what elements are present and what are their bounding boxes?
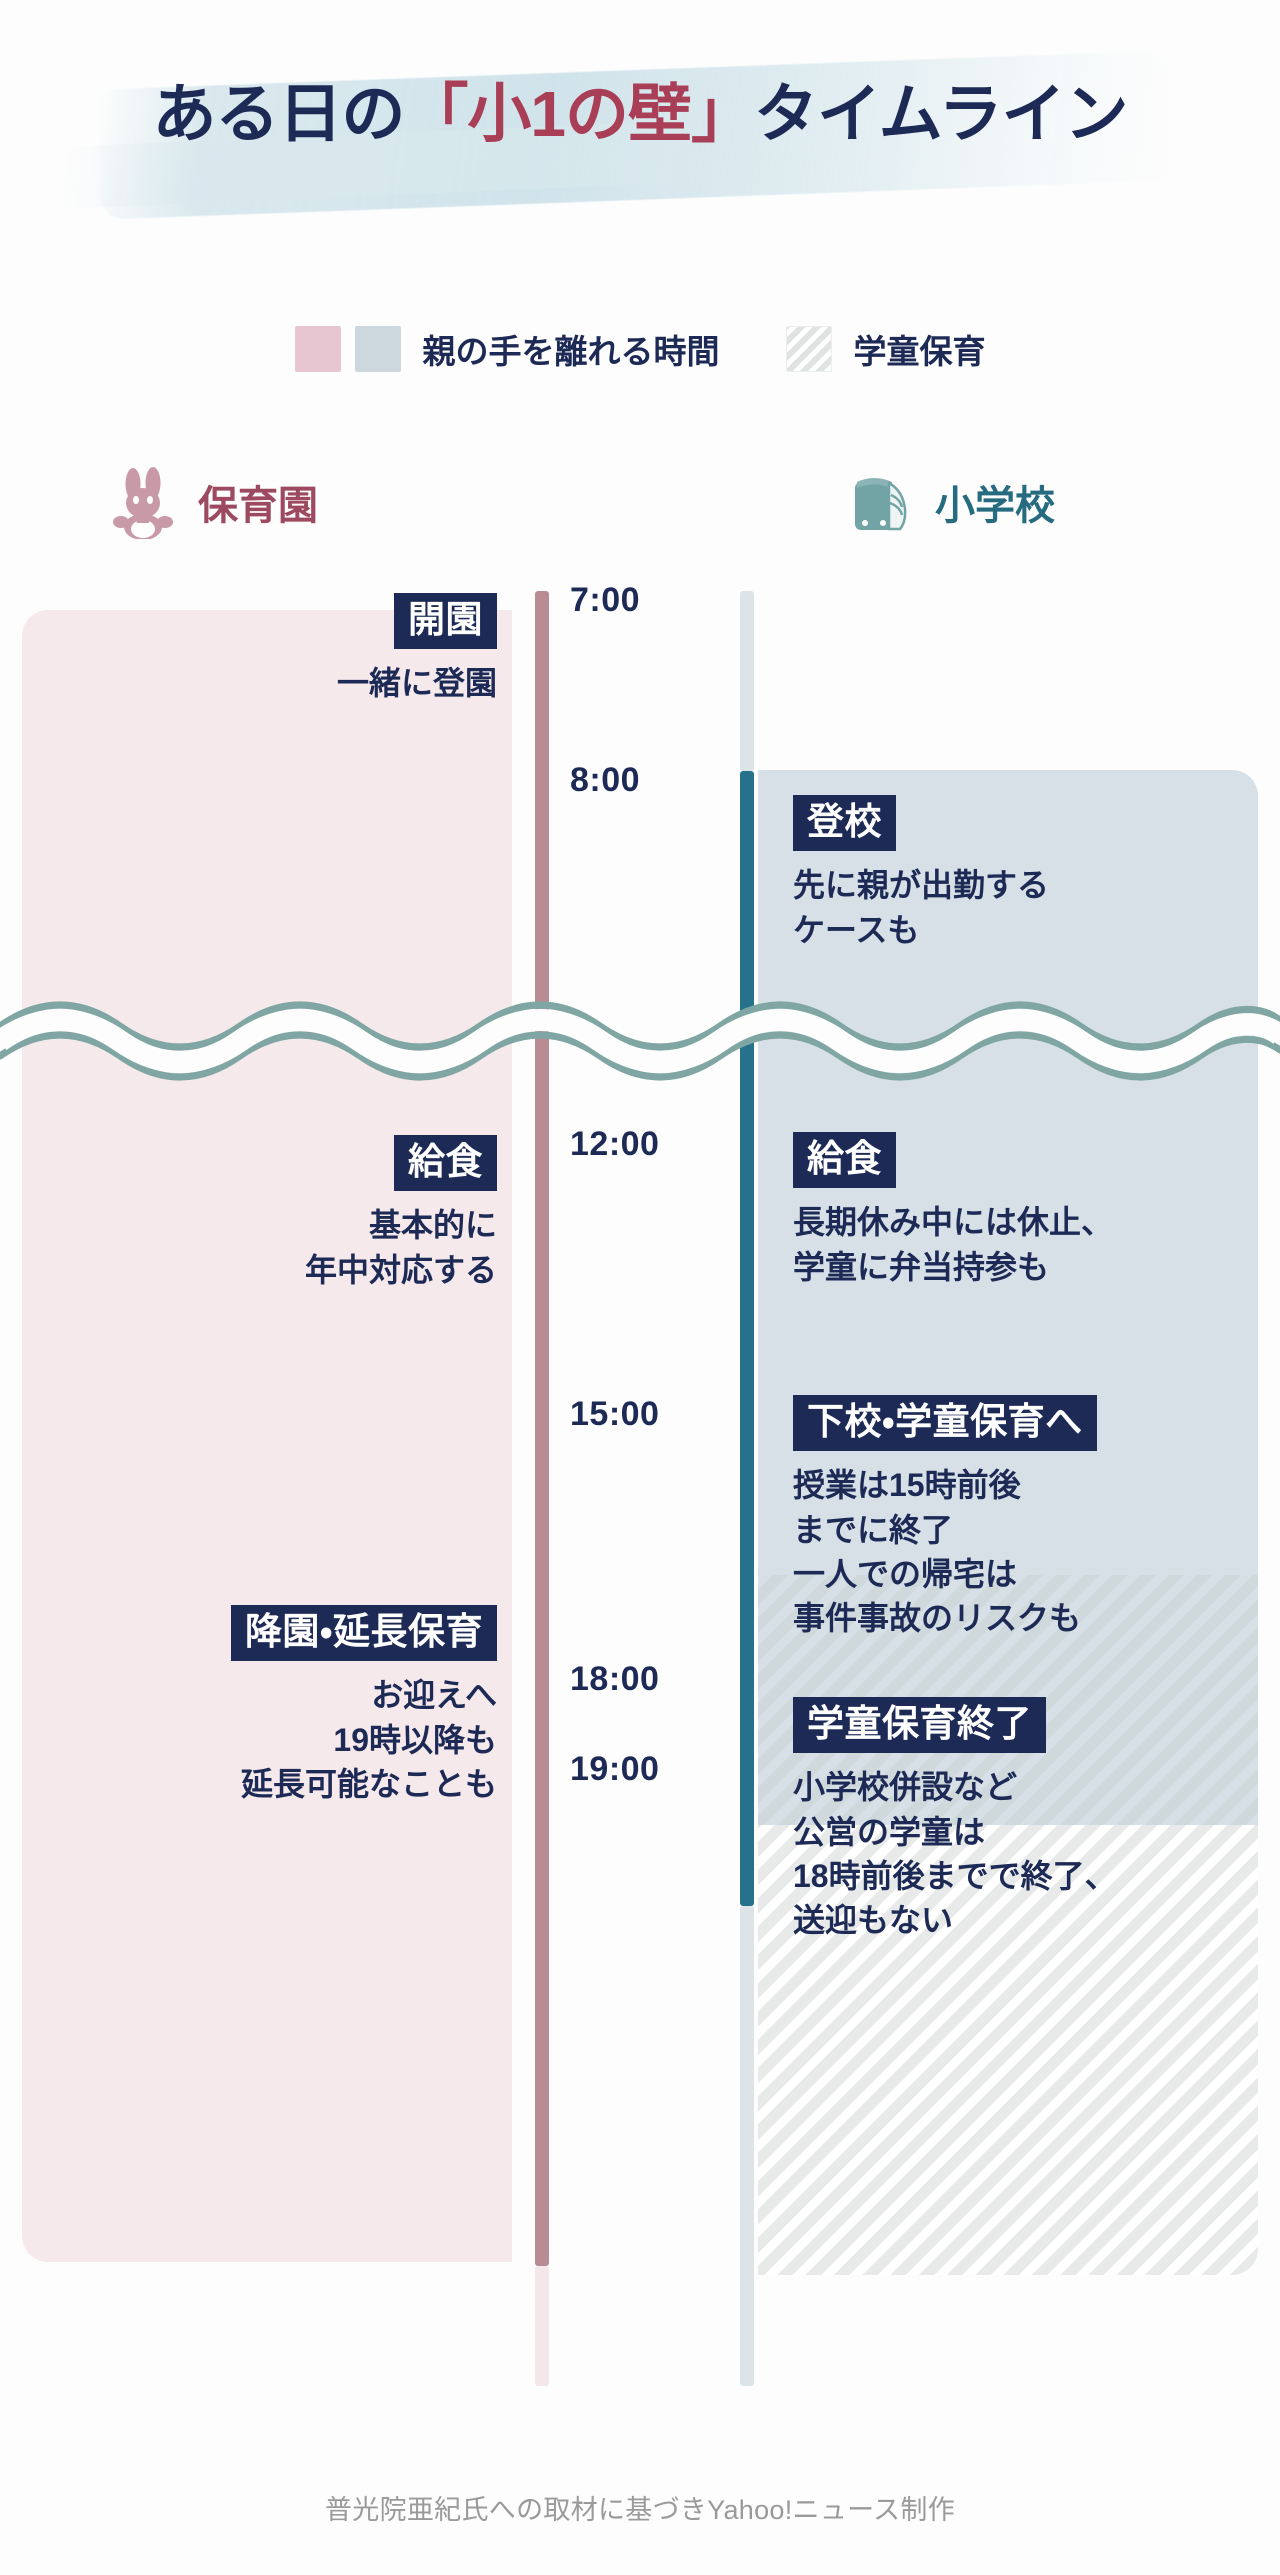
legend-swatch-stripe [785, 326, 832, 372]
event-description: 基本的に 年中対応する [304, 1207, 497, 1288]
source-credit: 普光院亜紀氏への取材に基づきYahoo!ニュース制作 [324, 2495, 956, 2525]
event-description: 先に親が出勤する ケースも [793, 867, 1050, 948]
column-header-school: 小学校 [845, 465, 1055, 539]
timeline-board: 7:00 8:00 12:00 15:00 18:00 19:00 開園 一緒に… [0, 575, 1280, 2445]
school-time-axis-head [740, 591, 754, 771]
event-description: 一緒に登園 [336, 665, 497, 702]
event-description: 小学校併設など 公営の学童は 18時前後までで終了、 送迎もない [793, 1769, 1117, 1938]
event-description: お迎えへ 19時以降も 延長可能なことも [240, 1677, 497, 1802]
column-title-school: 小学校 [935, 484, 1055, 528]
event-nursery-open: 開園 一緒に登園 [42, 593, 497, 706]
time-tick-1500: 15:00 [570, 1395, 660, 1433]
time-tick-1800: 18:00 [570, 1660, 660, 1698]
time-tick-1200: 12:00 [570, 1125, 660, 1163]
event-badge: 給食 [394, 1135, 497, 1192]
event-nursery-pickup-extended: 降園・延長保育 お迎えへ 19時以降も 延長可能なことも [42, 1605, 497, 1806]
legend: 親の手を離れる時間 学童保育 [0, 325, 1280, 373]
page-title: ある日の「小1の壁」タイムライン [0, 78, 1280, 152]
event-description: 長期休み中には休止、 学童に弁当持参も [793, 1204, 1114, 1285]
legend-swatch-blue [354, 326, 401, 372]
legend-label-afterschool-care: 学童保育 [853, 333, 986, 370]
column-header-nursery: 保育園 [108, 465, 318, 540]
title-part-accent: 「小1の壁」 [404, 78, 755, 150]
title-part-before: ある日の [152, 78, 405, 150]
time-tick-0700: 7:00 [570, 581, 641, 619]
school-time-axis-tail [740, 1906, 754, 2386]
title-block: ある日の「小1の壁」タイムライン [0, 36, 1280, 226]
backpack-icon [845, 465, 919, 539]
event-school-arrival: 登校 先に親が出勤する ケースも [793, 795, 1253, 952]
event-school-afterschool-end: 学童保育終了 小学校併設など 公営の学童は 18時前後までで終了、 送迎もない [793, 1697, 1263, 1942]
school-time-axis [740, 771, 754, 1906]
event-badge: 下校・学童保育へ [793, 1395, 1097, 1452]
event-badge: 登校 [793, 795, 896, 852]
event-school-lunch: 給食 長期休み中には休止、 学童に弁当持参も [793, 1132, 1253, 1289]
legend-item-afterschool-care: 学童保育 [785, 325, 986, 373]
rabbit-icon [108, 465, 182, 540]
column-title-nursery: 保育園 [198, 484, 318, 528]
title-part-after: タイムライン [754, 78, 1129, 150]
event-school-dismissal-afterschool: 下校・学童保育へ 授業は15時前後 までに終了 一人での帰宅は 事件事故のリスク… [793, 1395, 1263, 1640]
event-badge: 開園 [394, 593, 497, 650]
legend-label-parent-free-time: 親の手を離れる時間 [422, 333, 720, 370]
nursery-time-axis-tail [535, 2266, 549, 2386]
legend-item-parent-free-time: 親の手を離れる時間 [294, 325, 720, 373]
nursery-time-axis [535, 591, 549, 2266]
event-badge: 給食 [793, 1132, 896, 1189]
event-badge: 学童保育終了 [793, 1697, 1046, 1754]
event-nursery-lunch: 給食 基本的に 年中対応する [42, 1135, 497, 1292]
event-description: 授業は15時前後 までに終了 一人での帰宅は 事件事故のリスクも [793, 1467, 1082, 1636]
legend-swatch-pink [294, 326, 341, 372]
event-badge: 降園・延長保育 [230, 1605, 497, 1662]
time-tick-0800: 8:00 [570, 761, 641, 799]
time-tick-1900: 19:00 [570, 1750, 660, 1788]
nursery-timespan-panel [22, 610, 512, 2262]
